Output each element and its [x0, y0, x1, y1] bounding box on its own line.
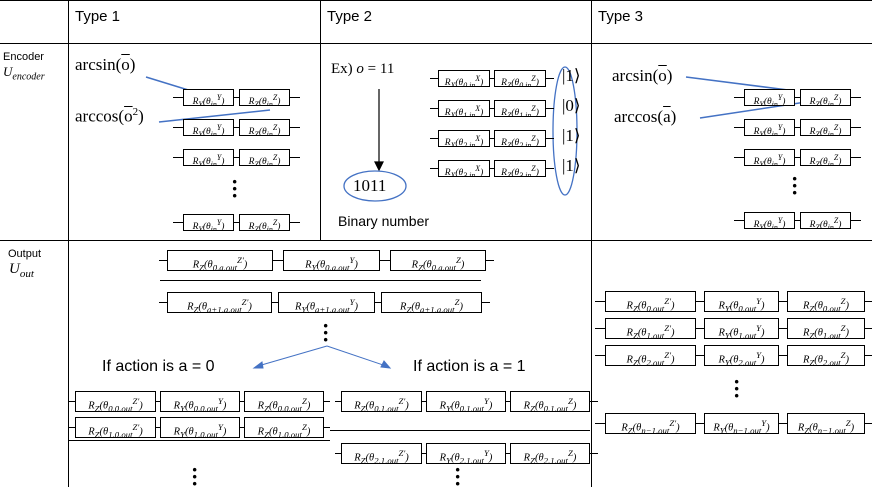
type2-row-1-gate-1: RX(θ1,inX) [438, 100, 490, 117]
type3-row-1-gate-2: RZ(θinZ) [800, 119, 851, 136]
row-symbol-encoder: Uencoder [3, 64, 45, 83]
type2-row-2-gate-2: RZ(θ2,inZ) [494, 130, 546, 147]
out-right-0-gate-1: RZ(θ0,1,outZ') [341, 391, 422, 412]
header-type-1: Type 1 [75, 8, 121, 25]
out3-row-0-gate-3: RZ(θ0,outZ) [787, 291, 865, 312]
out3-row-2-gate-3: RZ(θ2,outZ) [787, 345, 865, 366]
type2-ket-3: |1⟩ [562, 156, 581, 175]
type3-vdots: ··· [791, 166, 799, 205]
out-right-1-gate-2: RY(θ2,1,outY) [426, 443, 506, 464]
type2-binary-caption: Binary number [338, 213, 430, 229]
out3-row-1-gate-2: RY(θ1,outY) [704, 318, 779, 339]
out-top-0-gate-1: RZ(θ0,a,outZ') [167, 250, 273, 271]
out-top-1-gate-2: RY(θa+1,a,outY) [278, 292, 375, 313]
out-top-1-gate-1: RZ(θa+1,a,outZ') [167, 292, 272, 313]
type2-ket-1: |0⟩ [562, 96, 581, 115]
row-symbol-output: Uout [9, 261, 34, 280]
out3-row-2-gate-1: RZ(θ2,outZ') [605, 345, 696, 366]
out3-row-0-gate-2: RY(θ0,outY) [704, 291, 779, 312]
type1-row-1-gate-1: RY(θinY) [183, 119, 234, 136]
type1-row-1-wire [173, 127, 300, 128]
type3-arccos-label: arccos(a) [614, 107, 677, 126]
out-top-1-gate-3: RZ(θa+1,a,outZ) [381, 292, 482, 313]
type3-row-2-gate-2: RZ(θinZ) [800, 149, 851, 166]
type3-row-2-wire [734, 157, 861, 158]
out-left-sep [68, 440, 330, 441]
out-right-0-gate-3: RZ(θ0,1,outZ) [510, 391, 590, 412]
output-right-vdots: ··· [454, 457, 462, 496]
type3-arcsin-label: arcsin(o) [612, 66, 673, 85]
out-left-1-gate-1: RZ(θ1,0,outZ') [75, 417, 156, 438]
type3-row-3-gate-2: RZ(θinZ) [800, 212, 851, 229]
type1-arcsin-label: arcsin(o) [75, 55, 136, 74]
out-sep-line-1 [160, 280, 481, 281]
type3-row-1-gate-1: RY(θinY) [744, 119, 795, 136]
action-1-label: If action is a = 1 [413, 358, 526, 375]
type2-row-0-wire [430, 78, 554, 79]
out3-row-3-gate-2: RY(θn−1,outY) [704, 413, 779, 434]
out-left-1-gate-3: RZ(θ1,0,outZ) [244, 417, 324, 438]
output-left-vdots: ··· [191, 457, 199, 496]
type2-example: Ex) o = 11 [331, 61, 395, 77]
type2-row-2-wire [430, 138, 554, 139]
out-left-0-gate-2: RY(θ0,0,outY) [160, 391, 240, 412]
type1-arccos-label: arccos(o2) [75, 106, 144, 126]
out3-row-3-gate-1: RZ(θn−1,outZ') [605, 413, 696, 434]
type2-ket-2: |1⟩ [562, 126, 581, 145]
out-top-0-gate-2: RY(θ0,a,outY) [283, 250, 380, 271]
out-left-0-gate-3: RZ(θ0,0,outZ) [244, 391, 324, 412]
type1-row-2-gate-2: RZ(θinZ) [239, 149, 290, 166]
type2-row-0-gate-2: RZ(θ0,inZ) [494, 70, 546, 87]
output-3-vdots: ··· [733, 369, 741, 408]
type3-row-0-gate-2: RZ(θinZ) [800, 89, 851, 106]
out-top-0-gate-3: RZ(θ0,a,outZ) [390, 250, 486, 271]
row-label-output: Output [8, 248, 42, 260]
out3-row-2-gate-2: RY(θ2,outY) [704, 345, 779, 366]
type1-row-3-gate-1: RY(θinY) [183, 214, 234, 231]
type1-row-0-wire [173, 97, 300, 98]
row-label-encoder: Encoder [3, 51, 44, 63]
out-right-0-gate-2: RY(θ0,1,outY) [426, 391, 506, 412]
type2-row-3-gate-2: RZ(θ3,inZ) [494, 160, 546, 177]
type1-row-2-wire [173, 157, 300, 158]
type3-row-3-gate-1: RY(θinY) [744, 212, 795, 229]
type2-row-2-gate-1: RX(θ2,inX) [438, 130, 490, 147]
type3-row-3-wire [734, 220, 861, 221]
out-left-0-gate-1: RZ(θ0,0,outZ') [75, 391, 156, 412]
out3-row-1-gate-1: RZ(θ1,outZ') [605, 318, 696, 339]
out3-row-3-gate-3: RZ(θn−1,outZ) [787, 413, 865, 434]
type1-row-3-wire [173, 222, 300, 223]
type2-row-3-gate-1: RX(θ3,inX) [438, 160, 490, 177]
type1-row-1-gate-2: RZ(θinZ) [239, 119, 290, 136]
type1-row-2-gate-1: RY(θinY) [183, 149, 234, 166]
out3-row-1-gate-3: RZ(θ1,outZ) [787, 318, 865, 339]
out-right-1-gate-1: RZ(θ2,1,outZ') [341, 443, 422, 464]
type2-row-1-gate-2: RZ(θ1,inZ) [494, 100, 546, 117]
type2-ket-0: |1⟩ [562, 66, 581, 85]
type1-vdots: ··· [231, 169, 239, 208]
output-12-vdots: ··· [322, 313, 330, 352]
type1-row-0-gate-1: RY(θinY) [183, 89, 234, 106]
out-right-1-gate-3: RZ(θ2,1,outZ) [510, 443, 590, 464]
type3-row-2-gate-1: RY(θinY) [744, 149, 795, 166]
type2-row-0-gate-1: RX(θ0,inX) [438, 70, 490, 87]
type2-row-1-wire [430, 108, 554, 109]
type1-row-3-gate-2: RZ(θinZ) [239, 214, 290, 231]
type1-row-0-gate-2: RZ(θinZ) [239, 89, 290, 106]
header-type-2: Type 2 [327, 8, 373, 25]
type3-row-0-gate-1: RY(θinY) [744, 89, 795, 106]
type3-row-0-wire [734, 97, 861, 98]
action-0-label: If action is a = 0 [102, 358, 215, 375]
out3-row-0-gate-1: RZ(θ0,outZ') [605, 291, 696, 312]
out-left-1-gate-2: RY(θ1,0,outY) [160, 417, 240, 438]
type2-row-3-wire [430, 168, 554, 169]
header-type-3: Type 3 [598, 8, 644, 25]
type3-row-1-wire [734, 127, 861, 128]
type2-binary-value: 1011 [353, 176, 387, 195]
out-mid-line [330, 430, 590, 431]
